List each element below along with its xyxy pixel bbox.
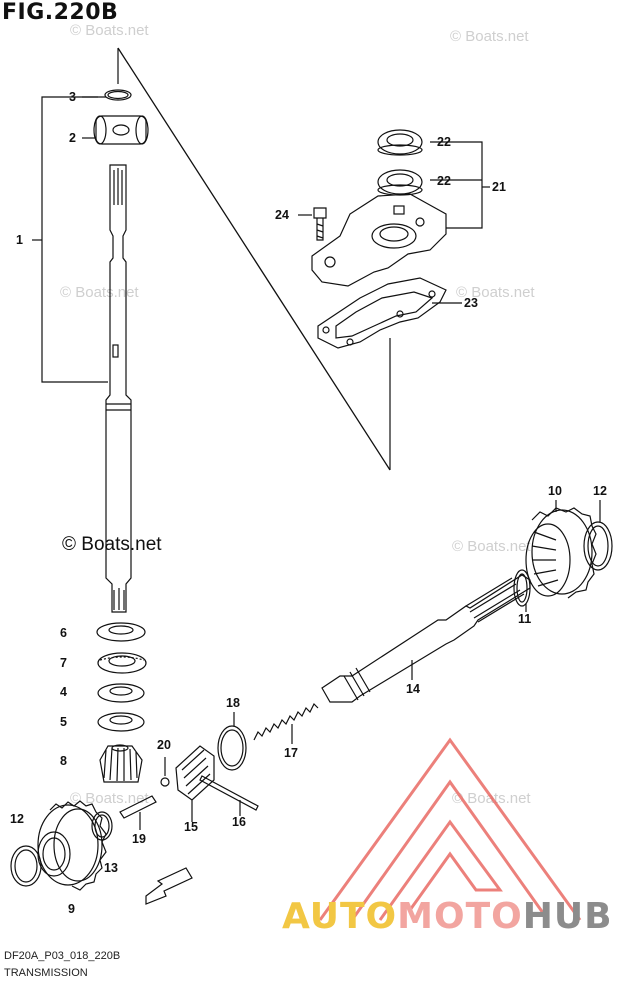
callout-2: 2 [69,131,76,145]
watermark: © Boats.net [60,284,139,301]
retaining-ring [217,725,247,771]
forward-gear [531,509,593,595]
snap-ring [104,89,132,101]
callout-18: 18 [226,696,240,710]
fwd-arrow [145,867,193,905]
bracket-21 [430,141,483,229]
bolt [313,207,327,219]
callout-14: 14 [406,682,420,696]
thrust-ring [91,811,113,841]
callout-12: 12 [10,812,24,826]
pinion-gear [99,745,143,783]
callout-24: 24 [275,208,289,222]
callout-22: 22 [437,174,451,188]
automotohub-logo: AUTOMOTOHUB [282,896,613,937]
pin [119,795,157,819]
callout-3: 3 [69,90,76,104]
logo-part: MOTO [397,896,523,937]
logo-part: AUTO [282,896,398,937]
watermark: © Boats.net [456,284,535,301]
thrust-bearing [97,652,147,674]
callout-23: 23 [464,296,478,310]
callout-17: 17 [284,746,298,760]
ball [160,777,170,787]
callout-1: 1 [16,233,23,247]
bearing [95,115,147,145]
thrust-washer [513,569,531,607]
callout-22: 22 [437,135,451,149]
clutch [175,745,215,801]
callout-20: 20 [157,738,171,752]
callout-15: 15 [184,820,198,834]
diagram-name: TRANSMISSION [4,967,88,979]
watermark: © Boats.net [450,28,529,45]
spring [253,702,319,741]
gasket [317,277,447,349]
washer [97,683,145,703]
push-rod [199,775,259,811]
callout-11: 11 [518,612,532,626]
callout-5: 5 [60,715,67,729]
callout-13: 13 [104,861,118,875]
washer [96,622,146,642]
oil-seal [377,129,423,155]
watermark: © Boats.net [452,538,531,555]
callout-10: 10 [548,484,562,498]
logo-mark [318,737,582,921]
callout-19: 19 [132,832,146,846]
oil-seal [377,169,423,195]
logo-part: HUB [522,896,613,937]
callout-8: 8 [60,754,67,768]
watermark-main: © Boats.net [62,534,162,555]
reference-line [117,47,391,471]
drive-shaft [105,164,132,613]
callout-12: 12 [593,484,607,498]
reverse-gear [37,804,99,886]
watermark: © Boats.net [70,22,149,39]
washer [97,712,145,732]
shim-ring [10,845,42,887]
callout-9: 9 [68,902,75,916]
figure-title: FIG.220B [2,0,119,25]
watermark: © Boats.net [70,790,149,807]
callout-16: 16 [232,815,246,829]
callout-4: 4 [60,685,67,699]
diagram-code: DF20A_P03_018_220B [4,950,121,962]
callout-7: 7 [60,656,67,670]
shim-ring [583,521,613,571]
callout-21: 21 [492,180,506,194]
callout-6: 6 [60,626,67,640]
oil-seal-housing [311,193,447,287]
